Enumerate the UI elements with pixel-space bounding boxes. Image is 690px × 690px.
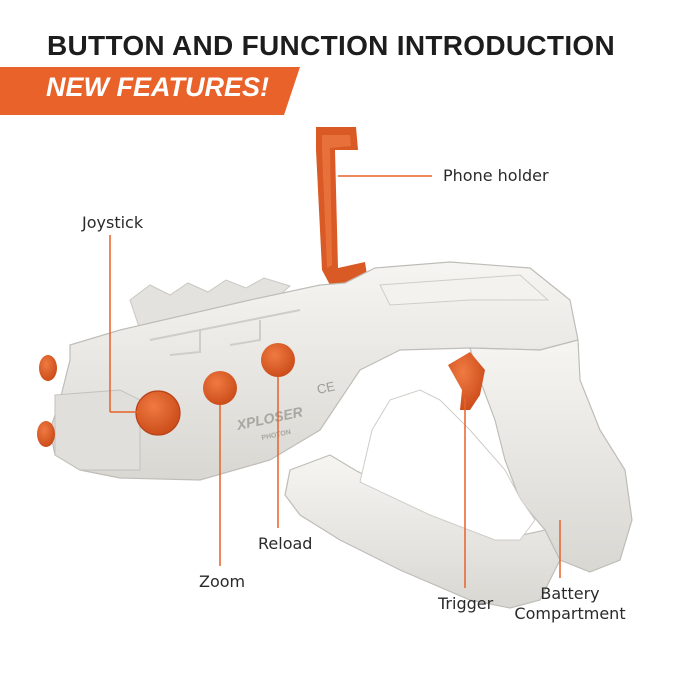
- muzzle-tip-top: [39, 355, 57, 381]
- muzzle-tip-bottom: [37, 421, 55, 447]
- banner-background: [0, 67, 300, 115]
- trigger: [448, 352, 485, 410]
- joystick-button: [136, 391, 180, 435]
- banner-text: NEW FEATURES!: [46, 72, 269, 102]
- callout-battery-line1: Battery: [540, 584, 600, 603]
- zoom-button: [203, 371, 237, 405]
- page-title: BUTTON AND FUNCTION INTRODUCTION: [47, 30, 615, 61]
- callout-reload: Reload: [258, 534, 313, 553]
- phone-holder: [316, 127, 368, 285]
- leader-lines: [109, 175, 561, 588]
- callout-battery-line2: Compartment: [514, 604, 626, 623]
- callout-zoom: Zoom: [199, 572, 246, 591]
- ce-mark: CE: [316, 378, 337, 396]
- reload-button: [261, 343, 295, 377]
- callout-trigger: Trigger: [438, 594, 494, 613]
- gun-body: [49, 261, 633, 609]
- callout-battery: Battery Compartment: [512, 584, 628, 624]
- callout-joystick: Joystick: [82, 213, 144, 232]
- callout-phone-holder: Phone holder: [443, 166, 549, 185]
